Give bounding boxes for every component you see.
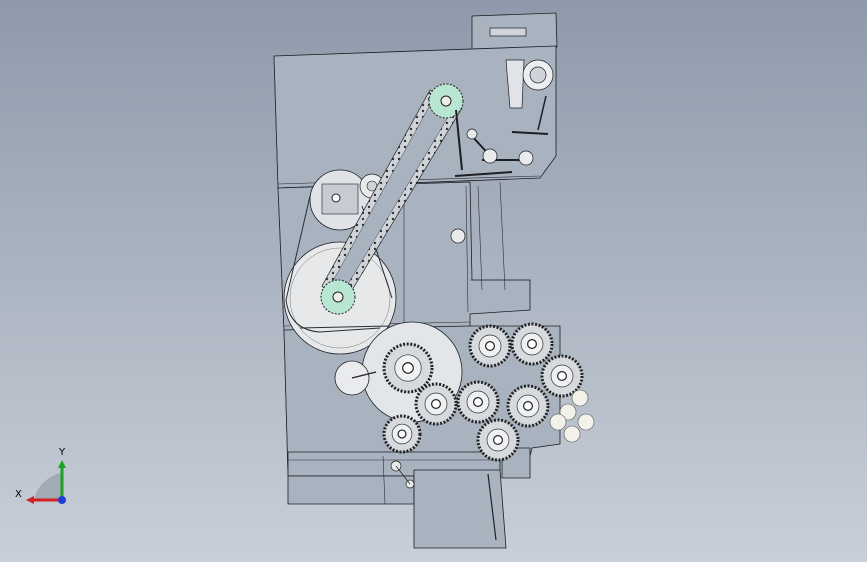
gear <box>510 322 554 366</box>
roller <box>559 403 577 421</box>
gear <box>540 354 584 398</box>
base-plate <box>287 475 415 505</box>
gear <box>476 418 520 462</box>
roller <box>577 413 595 431</box>
gear <box>382 414 422 454</box>
bottom-linkage <box>390 460 497 541</box>
cam-wheel <box>334 360 377 396</box>
gear <box>468 324 512 368</box>
motor-pulley <box>309 169 371 231</box>
triad-plane-icon <box>34 472 62 500</box>
gear-train <box>382 322 584 462</box>
lower-sprocket <box>320 279 356 315</box>
upper-sprocket <box>428 83 464 119</box>
roller-cluster <box>549 389 595 443</box>
triad-y-arrow <box>58 460 66 468</box>
gear <box>414 382 458 426</box>
roller <box>549 413 567 431</box>
gear <box>382 342 434 394</box>
triad-x-label: X <box>15 489 22 500</box>
roller <box>571 389 589 407</box>
bottom-drop-box <box>413 469 507 549</box>
coordinate-triad: Y X <box>15 447 66 504</box>
triad-x-arrow <box>26 496 34 504</box>
linkage-mechanism <box>450 27 554 244</box>
roller <box>563 425 581 443</box>
triad-z-axis <box>58 496 66 504</box>
gear <box>456 380 500 424</box>
gear <box>506 384 550 428</box>
triad-y-label: Y <box>58 447 66 458</box>
